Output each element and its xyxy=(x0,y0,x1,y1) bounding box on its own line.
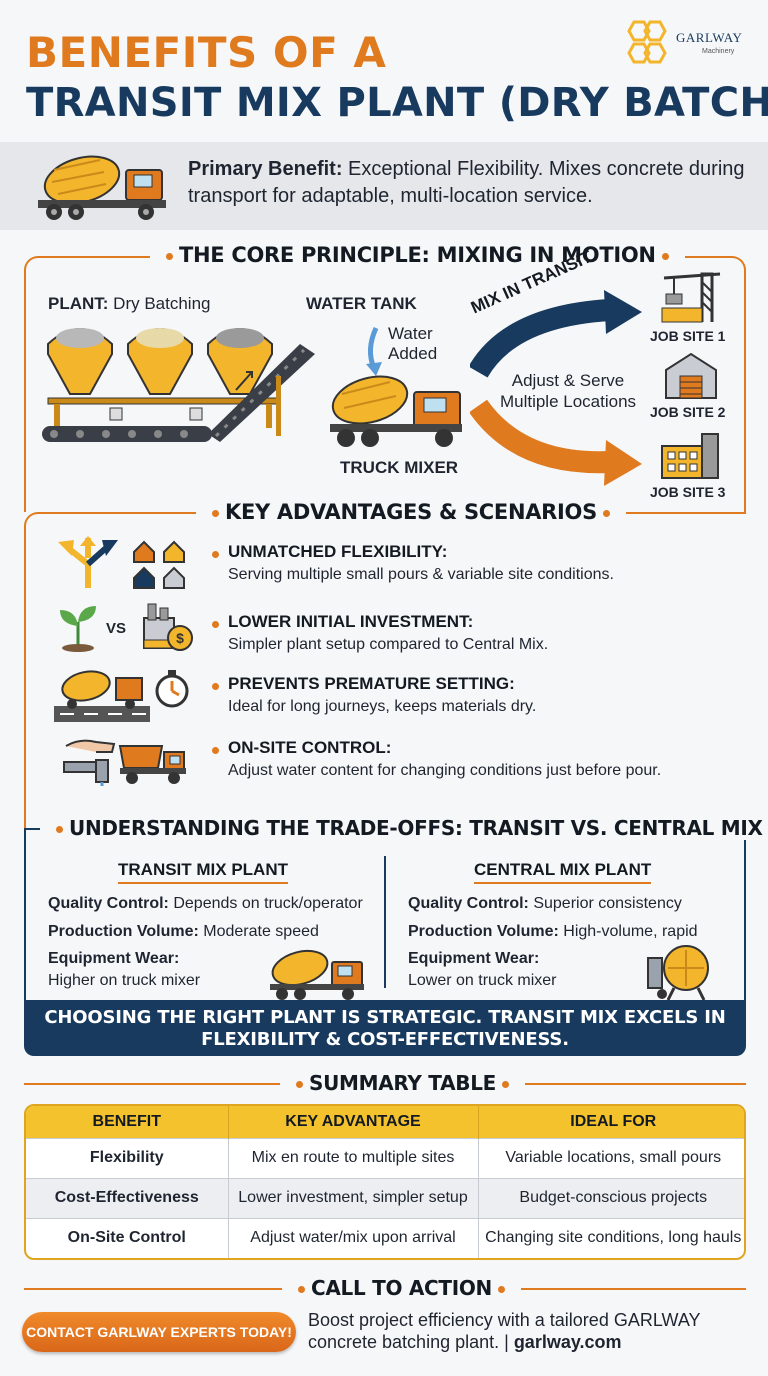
vs-label: VS xyxy=(106,620,127,637)
title-line-2: TRANSIT MIX PLANT (DRY BATCH) xyxy=(26,80,768,126)
truck-on-road-icon xyxy=(54,670,150,722)
adv-3-body: Ideal for long journeys, keeps materials… xyxy=(228,698,537,715)
houses-icon xyxy=(133,540,185,589)
table-row: On-Site Control Adjust water/mix upon ar… xyxy=(26,1217,744,1258)
water-added-label: Water Added xyxy=(388,324,438,363)
truck-mixer-label: TRUCK MIXER xyxy=(340,458,459,477)
job-site-1: JOB SITE 1 xyxy=(650,328,726,344)
summary-table: BENEFIT KEY ADVANTAGE IDEAL FOR Flexibil… xyxy=(24,1104,746,1260)
table-row: Flexibility Mix en route to multiple sit… xyxy=(26,1137,744,1178)
central-details: Quality Control: Superior consistency Pr… xyxy=(408,895,698,989)
bullet-3 xyxy=(212,683,219,690)
website-link[interactable]: garlway.com xyxy=(513,1332,622,1352)
dump-truck-icon xyxy=(118,745,186,784)
adv-4-head: ON-SITE CONTROL: xyxy=(228,738,392,757)
adv-3-head: PREVENTS PREMATURE SETTING: xyxy=(228,674,515,693)
primary-benefit-body: Exceptional Flexibility. Mixes concrete … xyxy=(188,158,745,207)
table-cell: Adjust water/mix upon arrival xyxy=(228,1217,479,1258)
batching-plant-diagram xyxy=(42,326,462,447)
table-cell: Variable locations, small pours xyxy=(478,1137,744,1178)
cta-text: Boost project efficiency with a tailored… xyxy=(308,1310,701,1352)
hand-faucet-icon xyxy=(63,739,116,786)
garlway-logo: GARLWAY Machinery xyxy=(620,18,750,70)
transit-arrows xyxy=(470,290,642,486)
job-site-2: JOB SITE 2 xyxy=(650,404,726,420)
split-arrows-icon xyxy=(58,536,118,588)
central-mixer-icon xyxy=(647,945,709,1001)
adv-2-body: Simpler plant setup compared to Central … xyxy=(228,636,549,653)
primary-benefit-text: Primary Benefit: Exceptional Flexibility… xyxy=(188,156,748,210)
table-cell: Changing site conditions, long hauls xyxy=(478,1217,744,1258)
primary-benefit-label: Primary Benefit: xyxy=(188,158,343,180)
warehouse-icon xyxy=(665,352,717,399)
table-cell: Lower investment, simpler setup xyxy=(228,1177,479,1218)
table-header: IDEAL FOR xyxy=(478,1106,744,1138)
factory-cost-icon: $ xyxy=(143,603,193,651)
truck-mixer-icon xyxy=(38,155,166,220)
logo-name: GARLWAY xyxy=(676,30,743,45)
job-site-3: JOB SITE 3 xyxy=(650,484,726,500)
transit-col-head: TRANSIT MIX PLANT xyxy=(118,860,288,884)
core-principle-title: THE CORE PRINCIPLE: MIXING IN MOTION xyxy=(150,243,685,267)
table-cell: Cost-Effectiveness xyxy=(26,1177,229,1218)
table-header: KEY ADVANTAGE xyxy=(228,1106,479,1138)
adv-4-body: Adjust water content for changing condit… xyxy=(228,762,662,779)
logo-sub: Machinery xyxy=(702,48,735,55)
summary-title: SUMMARY TABLE xyxy=(280,1071,525,1095)
bullet-2 xyxy=(212,621,219,628)
crane-icon xyxy=(661,272,721,323)
table-row: Cost-Effectiveness Lower investment, sim… xyxy=(26,1177,744,1218)
transit-details: Quality Control: Depends on truck/operat… xyxy=(48,895,363,989)
title-line-1: BENEFITS OF A xyxy=(26,28,387,77)
strategy-banner: CHOOSING THE RIGHT PLANT IS STRATEGIC. T… xyxy=(24,1000,746,1056)
table-cell: Budget-conscious projects xyxy=(478,1177,744,1218)
stopwatch-icon xyxy=(155,670,189,708)
truck-mixer-small-icon xyxy=(270,949,364,1000)
hopper-icon xyxy=(47,328,273,395)
bullet-4 xyxy=(212,747,219,754)
building-icon xyxy=(661,433,719,479)
hexagon-logo-icon xyxy=(627,20,667,64)
cta-title: CALL TO ACTION xyxy=(282,1276,521,1300)
table-cell: On-Site Control xyxy=(26,1217,229,1258)
plant-sprout-icon xyxy=(60,606,96,652)
adv-1-head: UNMATCHED FLEXIBILITY: xyxy=(228,542,448,561)
advantages-title: KEY ADVANTAGES & SCENARIOS xyxy=(196,500,626,524)
bullet-1 xyxy=(212,551,219,558)
plant-label: PLANT: Dry Batching xyxy=(48,294,211,313)
tradeoffs-title: UNDERSTANDING THE TRADE-OFFS: TRANSIT VS… xyxy=(40,816,768,840)
svg-text:$: $ xyxy=(176,630,184,646)
tradeoffs-frame xyxy=(24,828,746,1000)
table-cell: Mix en route to multiple sites xyxy=(228,1137,479,1178)
adv-1-body: Serving multiple small pours & variable … xyxy=(228,566,614,583)
adv-2-head: LOWER INITIAL INVESTMENT: xyxy=(228,612,474,631)
adjust-serve-label: Adjust & Serve Multiple Locations xyxy=(499,371,637,411)
table-header: BENEFIT xyxy=(26,1106,229,1138)
water-tank-label: WATER TANK xyxy=(306,294,417,313)
central-col-head: CENTRAL MIX PLANT xyxy=(474,860,652,884)
contact-experts-button[interactable]: CONTACT GARLWAY EXPERTS TODAY! xyxy=(22,1312,296,1352)
table-cell: Flexibility xyxy=(26,1137,229,1178)
column-divider xyxy=(384,856,386,988)
